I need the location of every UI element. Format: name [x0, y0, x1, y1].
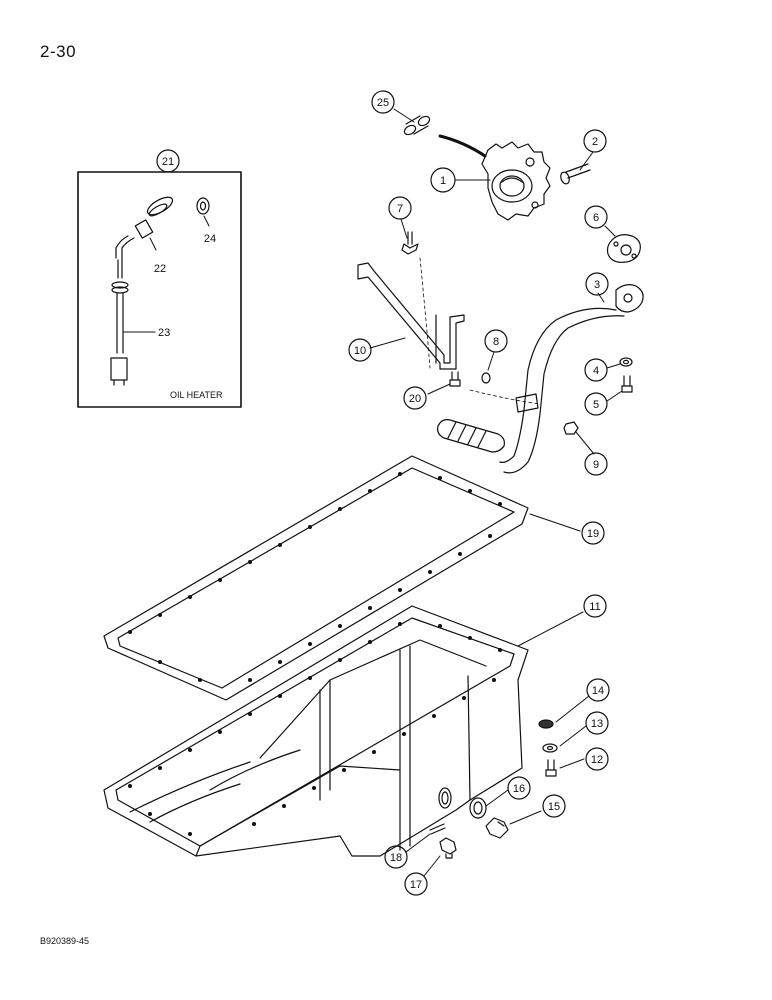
callout-18: 18 [384, 845, 408, 869]
callout-4: 4 [584, 358, 608, 382]
callout-10-label: 10 [354, 345, 366, 357]
pin-25 [403, 115, 431, 136]
callout-16-label: 16 [513, 783, 525, 795]
nut-9 [563, 421, 579, 435]
washer-14 [538, 719, 554, 729]
oil-pickup-tube-3 [437, 284, 644, 474]
callout-16: 16 [507, 776, 531, 800]
callout-7-label: 7 [397, 203, 403, 215]
callout-1-label: 1 [440, 175, 446, 187]
callout-13-label: 13 [591, 718, 603, 730]
label-22: 22 [154, 263, 166, 275]
label-24: 24 [204, 233, 216, 245]
callout-8-label: 8 [493, 336, 499, 348]
callout-20: 20 [403, 386, 427, 410]
screw-12 [545, 759, 557, 777]
figure-code: B920389-45 [40, 936, 90, 946]
heater-cord-23 [110, 259, 129, 386]
callout-4-label: 4 [593, 365, 599, 377]
bolt-2 [560, 163, 591, 185]
oil-pump-1 [481, 141, 551, 221]
pin-18 [429, 823, 446, 835]
oil-pan-gasket-19 [103, 455, 529, 701]
oil-pan-11 [103, 605, 529, 857]
callout-13: 13 [585, 711, 609, 735]
inset-caption: OIL HEATER [170, 390, 223, 400]
callout-12: 12 [585, 747, 609, 771]
washer-24 [196, 197, 210, 215]
callout-11: 11 [583, 594, 607, 618]
callout-5: 5 [584, 392, 608, 416]
callout-17-label: 17 [410, 879, 422, 891]
callout-12-label: 12 [591, 754, 603, 766]
callout-15-label: 15 [548, 801, 560, 813]
bolt-7 [401, 231, 419, 255]
callout-18-label: 18 [390, 852, 402, 864]
callout-14: 14 [586, 678, 610, 702]
bracket-10 [357, 262, 465, 370]
callout-15: 15 [542, 794, 566, 818]
callout-25-label: 25 [377, 97, 389, 109]
drain-plug-15 [485, 817, 509, 839]
callout-11-label: 11 [589, 601, 600, 613]
label-23: 23 [158, 327, 170, 339]
callout-2-label: 2 [592, 136, 598, 148]
callout-14-label: 14 [592, 685, 604, 697]
callout-9: 9 [584, 452, 608, 476]
callout-17: 17 [404, 872, 428, 896]
callout-20-label: 20 [409, 393, 421, 405]
callout-10: 10 [348, 338, 372, 362]
callout-8: 8 [484, 329, 508, 353]
washer-13 [542, 743, 558, 753]
callout-6: 6 [584, 205, 608, 229]
washer-4 [619, 357, 633, 367]
callout-19-label: 19 [587, 528, 599, 540]
callout-19: 19 [581, 521, 605, 545]
capscrew-20 [449, 371, 461, 387]
callout-3-label: 3 [594, 279, 600, 291]
callout-2: 2 [583, 129, 607, 153]
callout-1: 1 [430, 167, 456, 193]
seal-16 [469, 797, 487, 819]
leader-lines [123, 108, 623, 877]
washer-8 [481, 372, 491, 384]
callout-9-label: 9 [593, 459, 599, 471]
page-number: 2-30 [40, 42, 77, 61]
oil-heater-inset: OIL HEATER [77, 171, 242, 408]
callout-21-label: 21 [162, 156, 174, 168]
callout-7: 7 [388, 196, 412, 220]
callout-21: 21 [156, 149, 180, 173]
callout-25: 25 [371, 90, 395, 114]
plug-17 [439, 837, 457, 859]
heater-element-22 [115, 196, 174, 261]
gasket-6 [606, 234, 641, 263]
callout-6-label: 6 [593, 212, 599, 224]
screw-5 [621, 375, 633, 393]
callout-3: 3 [585, 272, 609, 296]
callout-5-label: 5 [593, 399, 599, 411]
